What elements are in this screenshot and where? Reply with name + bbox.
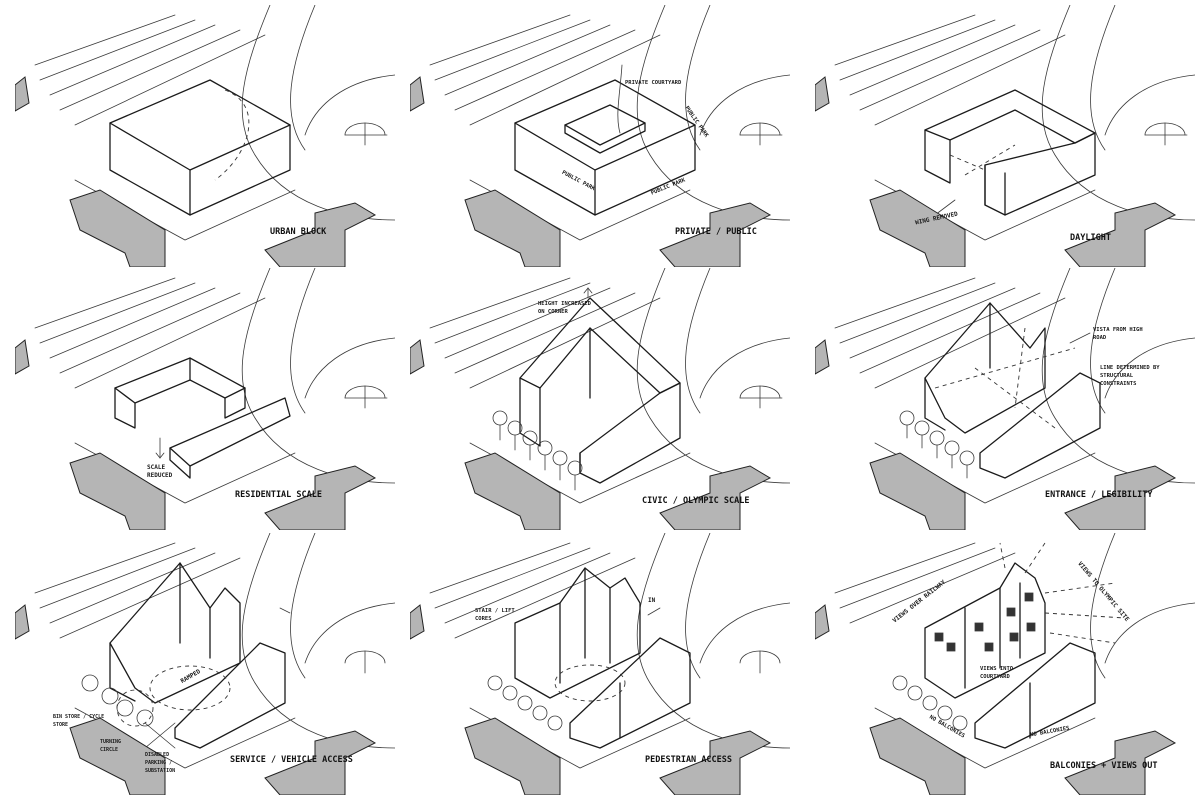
panel-urban-block: URBAN BLOCK bbox=[15, 5, 395, 267]
sketch-entrance-legibility bbox=[815, 268, 1195, 530]
panel-residential-scale: SCALE REDUCED RESIDENTIAL SCALE bbox=[15, 268, 395, 530]
panel-balconies-views: VIEWS OVER RAILWAY VIEWS TO OLYMPIC SITE… bbox=[815, 533, 1195, 795]
panel-title: RESIDENTIAL SCALE bbox=[235, 490, 322, 500]
panel-title: DAYLIGHT bbox=[1070, 233, 1111, 243]
balcony-hatching bbox=[934, 592, 1036, 652]
panel-entrance-legibility: VISTA FROM HIGH ROAD LINE DETERMINED BY … bbox=[815, 268, 1195, 530]
sketch-balconies-views bbox=[815, 533, 1195, 795]
note-line-determined: LINE DETERMINED BY STRUCTURAL CONSTRAINT… bbox=[1100, 365, 1160, 387]
note-bin-store: BIN STORE / CYCLE STORE bbox=[53, 714, 105, 728]
note-disabled-parking: DISABLED PARKING / SUBSTATION bbox=[145, 752, 176, 774]
note-views-courtyard: VIEWS INTO COURTYARD bbox=[980, 666, 1014, 680]
panel-title: PEDESTRIAN ACCESS bbox=[645, 755, 732, 765]
note-in: IN bbox=[648, 597, 656, 604]
sketch-private-public bbox=[410, 5, 790, 267]
panel-service-vehicle-access: RAMPED BIN STORE / CYCLE STORE TURNING C… bbox=[15, 533, 395, 795]
note-stair-lift-cores: STAIR / LIFT CORES bbox=[475, 608, 515, 622]
neighbour-building-left bbox=[69, 189, 166, 267]
tree-row bbox=[899, 410, 975, 479]
panel-title: PRIVATE / PUBLIC bbox=[675, 227, 757, 237]
panel-daylight: WING REMOVED DAYLIGHT bbox=[815, 5, 1195, 267]
panel-pedestrian-access: STAIR / LIFT CORES IN PEDESTRIAN ACCESS bbox=[410, 533, 790, 795]
note-vista: VISTA FROM HIGH ROAD bbox=[1093, 327, 1143, 341]
panel-title: SERVICE / VEHICLE ACCESS bbox=[230, 755, 353, 765]
panel-civic-olympic-scale: HEIGHT INCREASED ON CORNER CIVIC / OLYMP… bbox=[410, 268, 790, 530]
panel-private-public: PRIVATE COURTYARD PUBLIC PARK PUBLIC PAR… bbox=[410, 5, 790, 267]
note-private-courtyard: PRIVATE COURTYARD bbox=[625, 80, 682, 86]
note-scale-reduced: SCALE REDUCED bbox=[147, 464, 173, 479]
block-mass bbox=[109, 79, 291, 216]
site-building-top bbox=[15, 76, 30, 112]
sketch-service-vehicle-access bbox=[15, 533, 395, 795]
sketch-daylight bbox=[815, 5, 1195, 267]
sketch-residential-scale bbox=[15, 268, 395, 530]
sketch-civic-olympic-scale bbox=[410, 268, 790, 530]
neighbour-building-right bbox=[264, 202, 377, 267]
panel-title: CIVIC / OLYMPIC SCALE bbox=[642, 496, 750, 506]
tree-row bbox=[492, 410, 583, 491]
sketch-pedestrian-access bbox=[410, 533, 790, 795]
panel-title: BALCONIES + VIEWS OUT bbox=[1050, 761, 1158, 771]
panel-title: URBAN BLOCK bbox=[270, 227, 327, 237]
railway-lines bbox=[34, 14, 266, 126]
sketch-urban-block bbox=[15, 5, 395, 267]
panel-title: ENTRANCE / LEGIBILITY bbox=[1045, 490, 1153, 500]
note-height-increased: HEIGHT INCREASED ON CORNER bbox=[538, 301, 591, 315]
note-turning-circle: TURNING CIRCLE bbox=[100, 739, 122, 753]
